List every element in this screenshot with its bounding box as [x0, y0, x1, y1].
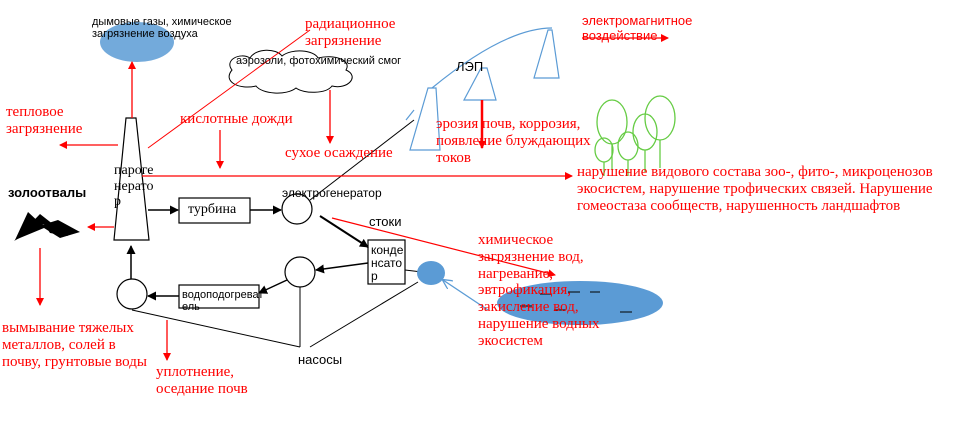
flow-pump-to-heater	[258, 279, 288, 294]
label-thermal: тепловое загрязнение	[6, 104, 83, 137]
label-power-line: ЛЭП	[456, 59, 484, 74]
trees	[594, 95, 676, 176]
label-electrogenerator: электрогенератор	[282, 186, 382, 200]
flow-condenser-to-pump	[315, 262, 369, 274]
arrow-radiation	[147, 29, 311, 149]
label-effluents: стоки	[369, 214, 402, 229]
label-heavy-metals: вымывание тяжелых металлов, солей в почв…	[2, 320, 147, 370]
label-species-change: нарушение видового состава зоо-, фито-, …	[577, 164, 933, 214]
chimney	[113, 117, 150, 241]
cooling-pond	[417, 261, 445, 285]
label-radiation: радиационное загрязнение	[305, 16, 396, 49]
label-ash-dumps: золоотвалы	[8, 185, 87, 200]
label-steam-generator: парогенератор	[114, 163, 154, 210]
aerosol-cloud	[228, 49, 353, 94]
pump-link-3	[309, 281, 419, 348]
pump-circle-right	[284, 256, 316, 288]
label-em-impact: электромагнитное воздействие	[582, 13, 693, 43]
turbine-box	[178, 197, 251, 224]
flow-generator-to-condenser	[319, 215, 369, 248]
label-flue-gases: дымовые газы, химическое загрязнение воз…	[92, 16, 232, 41]
label-pumps: насосы	[298, 352, 343, 367]
ash-dump-pile-2	[14, 214, 68, 241]
label-dry-deposition: сухое осаждение	[285, 145, 393, 161]
label-turbine: турбина	[188, 202, 237, 217]
pump-circle-left	[116, 278, 148, 310]
label-compaction: уплотнение, оседание почв	[156, 364, 248, 397]
power-line-towers	[405, 27, 560, 151]
lake	[497, 281, 663, 325]
label-condenser: конденсатор	[371, 243, 404, 284]
label-aerosols: аэрозоли, фотохимический смог	[236, 55, 402, 67]
label-soil-erosion: эрозия почв, коррозия, появление блуждаю…	[436, 116, 591, 166]
condenser-box	[367, 239, 406, 285]
label-water-heater: водоподогреватель	[182, 289, 264, 314]
label-acid-rain: кислотные дожди	[180, 111, 293, 127]
arrow-water	[331, 217, 556, 278]
electrogenerator-circle	[281, 193, 313, 225]
pump-link-1	[131, 309, 301, 348]
generator-to-power-line	[309, 119, 415, 201]
pond-arrow	[443, 280, 489, 311]
lake-ripples	[520, 291, 632, 313]
smoke-cloud	[100, 22, 174, 62]
label-water-chem: химическое загрязнение вод, нагревание, …	[478, 232, 600, 349]
